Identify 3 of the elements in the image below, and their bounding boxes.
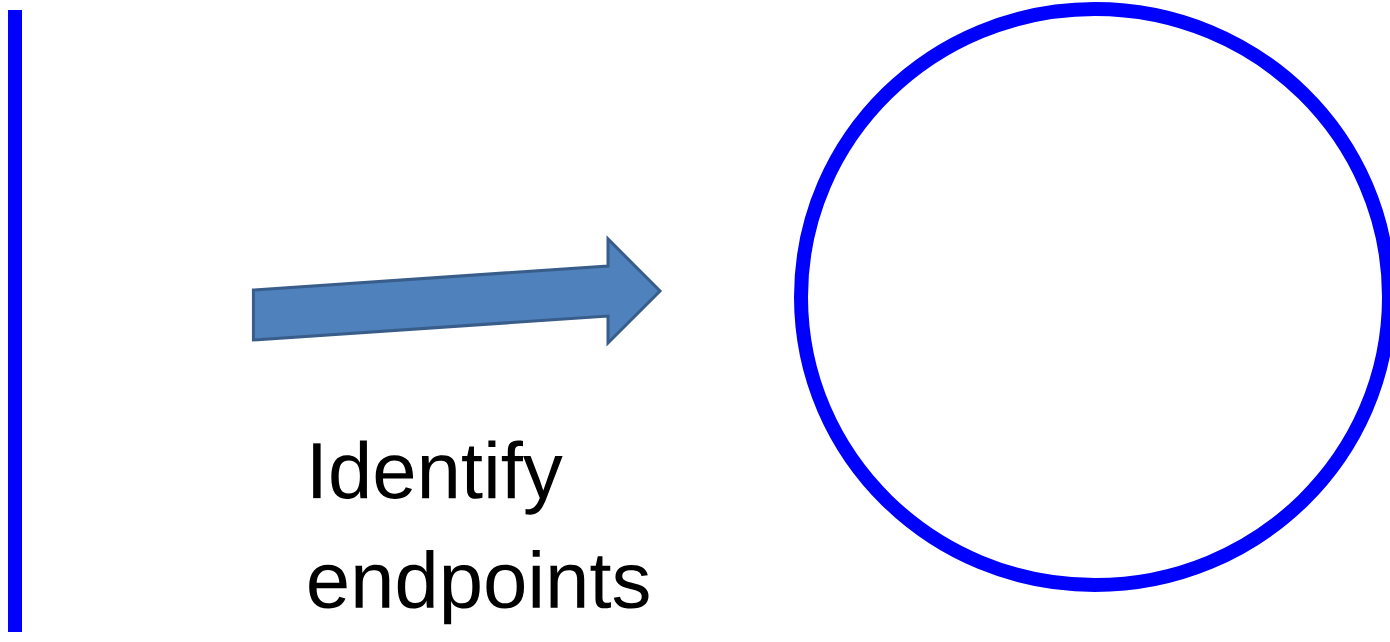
block-arrow — [251, 235, 663, 347]
edge-label: Identify endpoints — [309, 440, 649, 625]
circle-outline — [794, 2, 1390, 592]
